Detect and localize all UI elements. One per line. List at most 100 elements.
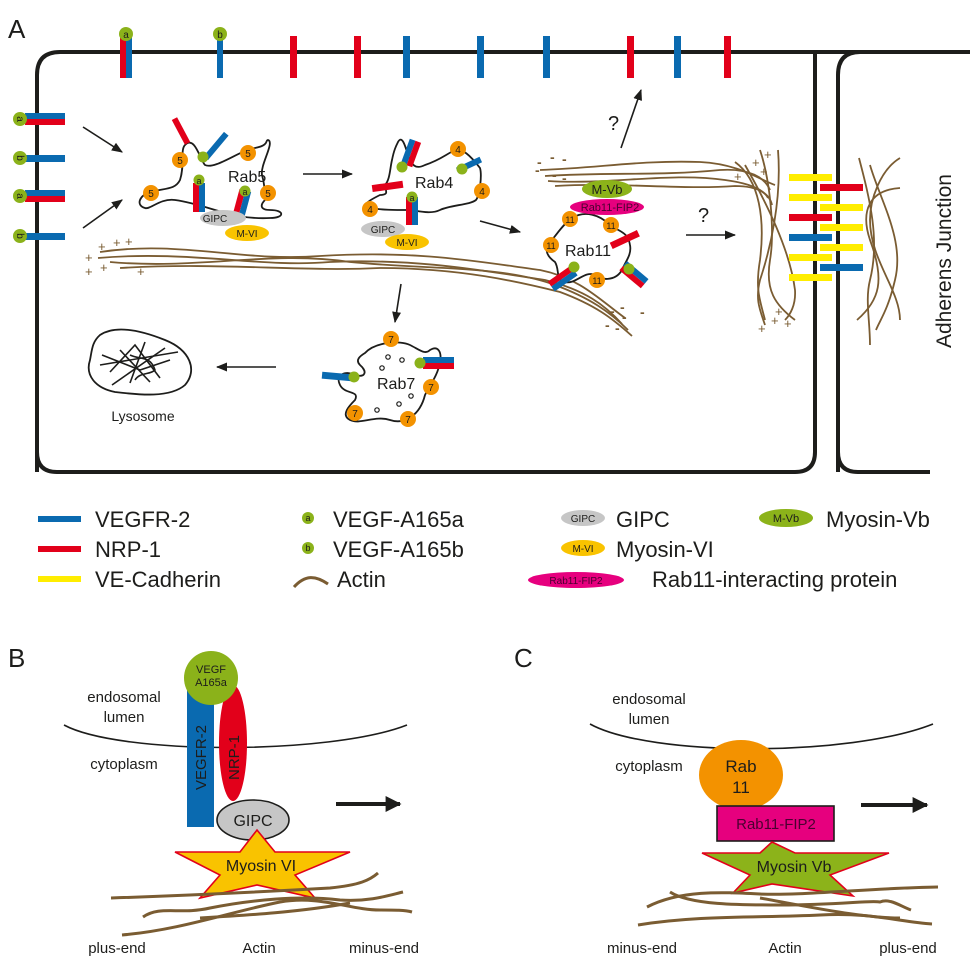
plus-sign: +	[771, 313, 779, 328]
rab5-marker	[260, 185, 276, 201]
ligand-a	[396, 161, 408, 173]
minus-sign: -	[535, 162, 540, 178]
ligand-a-label: a	[14, 116, 25, 122]
myosin-vi-protein	[385, 234, 429, 250]
nrp1-bar	[171, 117, 191, 145]
cell-membrane-left-bottom	[35, 52, 817, 474]
ligand-a-swatch	[302, 512, 314, 524]
vegfr2-bar	[238, 190, 252, 218]
minus-sign: -	[605, 317, 610, 333]
ligand-a	[568, 261, 580, 273]
actin-neighbor-cell	[856, 157, 901, 346]
lysosome: Lysosome	[87, 328, 193, 424]
rab7-endosome: Rab7 7 7 7 7	[321, 331, 454, 427]
rab7-marker	[383, 331, 399, 347]
rab4-marker-label: 4	[367, 205, 373, 216]
ligand-a-label: a	[242, 187, 247, 197]
rab11-fip2-label: Rab11-FIP2	[736, 816, 816, 833]
arrow-icon	[392, 283, 402, 324]
rab5-marker	[240, 145, 256, 161]
rab7-markers: 7 7 7 7	[347, 331, 439, 427]
plus-sign: +	[85, 250, 93, 265]
legend-label: Rab11-interacting protein	[652, 567, 897, 592]
panel-b: B endosomal lumen cytoplasm VEGFR-2 NRP-…	[8, 643, 419, 957]
rab5-marker	[143, 185, 159, 201]
rab5-marker-label: 5	[245, 149, 251, 160]
intraluminal-vesicles	[374, 354, 414, 413]
arrow-icon	[82, 199, 123, 229]
ligand-b-swatch-label: b	[305, 543, 310, 553]
plus-sign: +	[775, 304, 783, 319]
vegfr2-label: VEGFR-2	[193, 725, 210, 790]
left-receptors: a b a b	[13, 112, 65, 243]
nrp1-receptor	[219, 685, 247, 801]
arrow-icon	[479, 220, 522, 234]
nrp1-bar	[406, 197, 412, 225]
minus-sign: -	[640, 304, 645, 320]
nrp1-bar	[371, 180, 404, 193]
nrp1-bar	[193, 183, 199, 212]
rab11-marker-label: 11	[565, 215, 574, 225]
legend-item-vecadherin: VE-Cadherin	[38, 567, 221, 592]
nrp1-bar	[406, 140, 422, 168]
vecadherin-bar	[789, 194, 832, 201]
plus-sign: +	[100, 260, 108, 275]
gipc-protein	[361, 221, 405, 237]
ligand-b	[13, 229, 27, 243]
vegfr2-bar	[423, 357, 454, 363]
plus-sign: +	[137, 264, 145, 279]
rab11-fip2-swatch	[528, 572, 624, 588]
ligand-a	[119, 27, 133, 41]
myosin-vb-label: M-Vb	[591, 182, 622, 197]
rab5-marker-label: 5	[177, 156, 183, 167]
vegfr2-bar	[217, 36, 223, 78]
rab11-label: Rab11	[565, 243, 611, 260]
nrp1-bar	[609, 230, 640, 250]
nrp1-swatch	[38, 546, 81, 552]
rab7-marker-label: 7	[352, 409, 358, 420]
rab4-marker-label: 4	[479, 187, 485, 198]
lumen-label: lumen	[104, 709, 145, 726]
rab11-marker-label: 11	[606, 221, 615, 231]
ligand-a	[13, 189, 27, 203]
ligand-b	[456, 163, 468, 175]
minus-sign: -	[620, 299, 625, 315]
panel-c: C endosomal lumen cytoplasm Rab 11 Rab11…	[514, 643, 939, 957]
lumen-label: endosomal	[87, 689, 160, 706]
plus-sign: +	[85, 264, 93, 279]
myosin-vb-swatch	[759, 509, 813, 527]
vegfr2-bar	[25, 155, 65, 162]
nrp1-bar	[354, 36, 361, 78]
legend-item-nrp1: NRP-1	[38, 537, 161, 562]
gipc-protein	[200, 210, 246, 226]
rab11-label: 11	[732, 778, 750, 797]
rab5-label: Rab5	[228, 169, 266, 186]
nrp1-bar	[25, 196, 65, 202]
ligand-b-label: b	[217, 30, 223, 41]
rab11-markers: 11 11 11 11	[543, 211, 619, 288]
vegfr2-bar	[403, 36, 410, 78]
rab7-marker-label: 7	[405, 415, 411, 426]
vegfr2-bar	[789, 234, 832, 241]
lumen-label: endosomal	[612, 691, 685, 708]
rab11-fip2-label: Rab11-FIP2	[581, 202, 640, 214]
rab7-marker	[400, 411, 416, 427]
legend-label: Actin	[337, 567, 386, 592]
actin-minus-ends-lower: - - - - - -	[605, 299, 645, 336]
ligand-b-label: b	[14, 155, 25, 161]
minus-sign: -	[552, 167, 557, 183]
vegfr2-bar	[477, 36, 484, 78]
myosin-vi-label: M-VI	[236, 229, 257, 240]
question-mark: ?	[698, 205, 709, 227]
legend-label: VEGF-A165a	[333, 507, 465, 532]
legend-label: Myosin-Vb	[826, 507, 930, 532]
rab11-marker	[562, 211, 578, 227]
vegf-a165a-ligand	[184, 651, 238, 705]
rab4-marker	[362, 201, 378, 217]
ligand-a-swatch-label: a	[305, 513, 310, 523]
ligand-b	[348, 371, 360, 383]
actin-plus-ends-left: + + + + + + +	[85, 234, 145, 279]
actin-filaments-b	[110, 871, 413, 937]
vegfr2-bar	[674, 36, 681, 78]
rab11-marker	[543, 237, 559, 253]
